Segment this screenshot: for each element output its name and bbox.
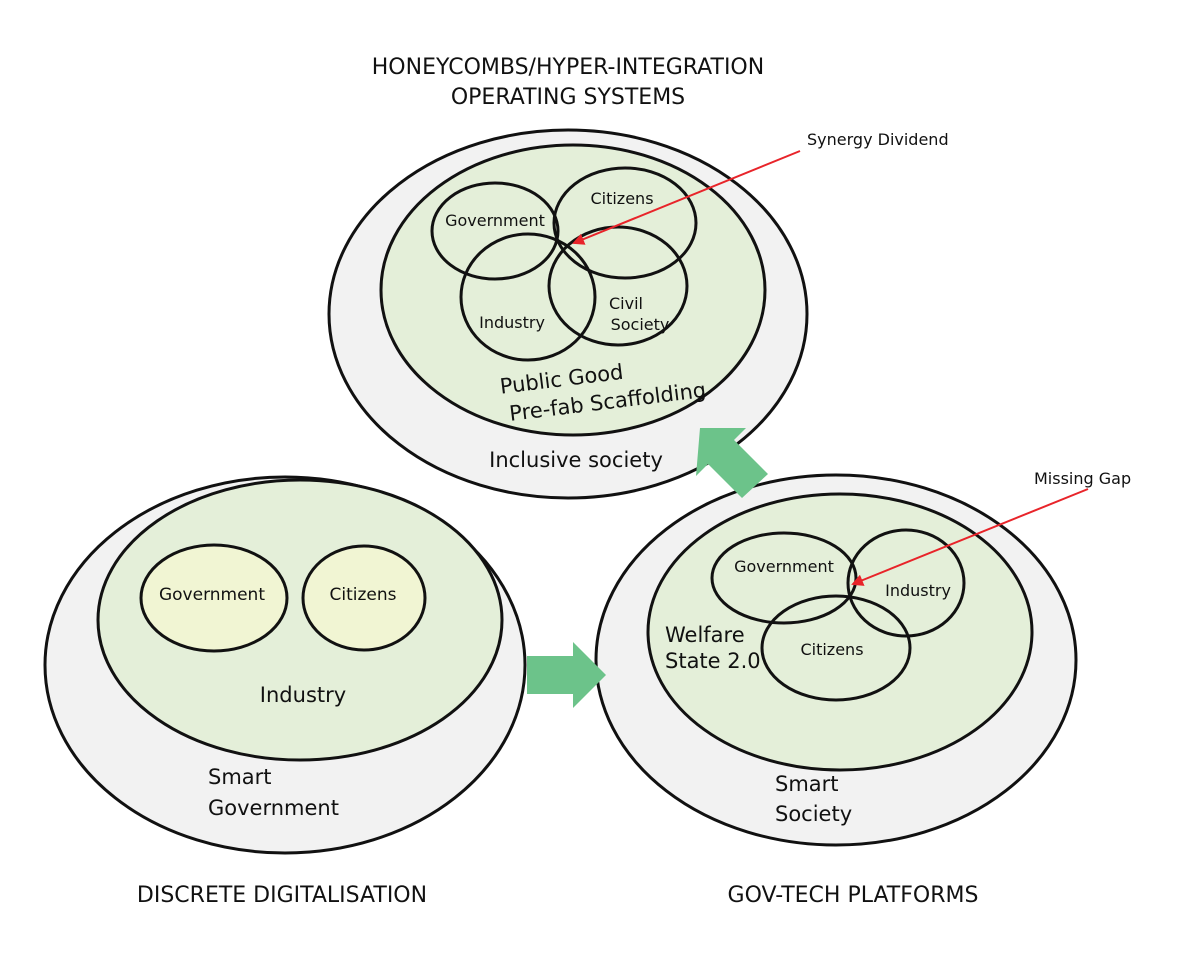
top-heading-line2: OPERATING SYSTEMS — [451, 85, 685, 110]
left-caption: DISCRETE DIGITALISATION — [137, 883, 427, 908]
synergy-dividend-label: Synergy Dividend — [807, 130, 949, 149]
top-heading-line1: HONEYCOMBS/HYPER-INTEGRATION — [372, 55, 764, 80]
welfare-state-label-line2: State 2.0 — [665, 649, 761, 673]
top-civil-label-line1: Civil — [609, 294, 643, 313]
right-government-label: Government — [734, 557, 834, 576]
top-industry-circle — [459, 232, 597, 362]
top-civil-society-circle — [547, 225, 689, 347]
missing-gap-label: Missing Gap — [1034, 469, 1131, 488]
top-civil-label-line2: Society — [611, 315, 670, 334]
left-government-circle — [139, 543, 289, 653]
public-good-scaffolding-ring — [379, 143, 767, 437]
right-industry-label: Industry — [885, 581, 951, 600]
left-government-label: Government — [159, 585, 265, 605]
right-citizens-label: Citizens — [800, 640, 863, 659]
top-panel: HONEYCOMBS/HYPER-INTEGRATION OPERATING S… — [327, 55, 949, 500]
smart-government-label-line2: Government — [208, 796, 339, 820]
left-citizens-label: Citizens — [330, 585, 397, 605]
top-industry-label: Industry — [479, 313, 545, 332]
flow-arrow-right — [527, 642, 606, 708]
smart-society-label-line1: Smart — [775, 772, 839, 796]
left-citizens-circle — [301, 544, 427, 652]
inclusive-society-label: Inclusive society — [489, 448, 663, 472]
welfare-state-ring — [646, 492, 1034, 772]
smart-society-label-line2: Society — [775, 802, 852, 826]
right-industry-circle — [846, 528, 966, 638]
top-government-circle — [430, 181, 560, 281]
smart-government-label-line1: Smart — [208, 765, 272, 789]
synergy-dividend-pointer — [572, 150, 801, 245]
top-government-label: Government — [445, 211, 545, 230]
right-caption: GOV-TECH PLATFORMS — [728, 883, 979, 908]
left-industry-label: Industry — [260, 683, 346, 707]
welfare-state-label-line1: Welfare — [665, 623, 745, 647]
missing-gap-pointer — [851, 488, 1089, 586]
left-panel: Government Citizens Industry Smart Gover… — [43, 475, 527, 908]
right-panel: Government Industry Citizens Welfare Sta… — [594, 469, 1131, 908]
flow-arrow-up-left — [696, 428, 768, 498]
top-citizens-label: Citizens — [590, 189, 653, 208]
top-citizens-circle — [552, 166, 698, 280]
right-citizens-circle — [760, 594, 912, 702]
